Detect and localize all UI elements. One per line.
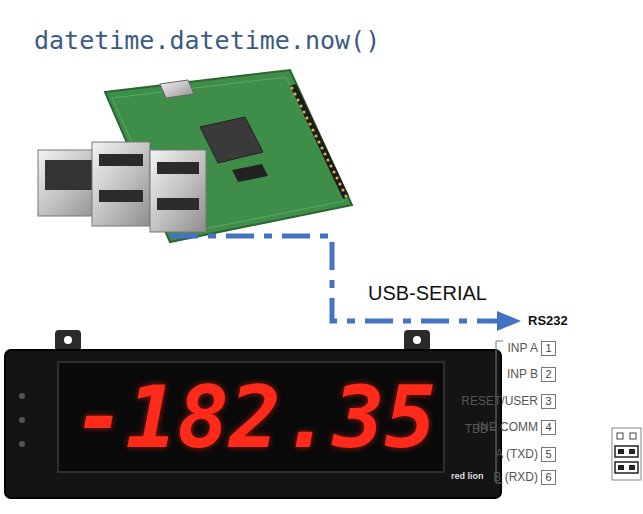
- brand-logo: red lion: [451, 471, 484, 481]
- pin-number: 6: [545, 472, 551, 483]
- pin-number: 1: [545, 343, 551, 354]
- serial-link: [170, 236, 497, 321]
- terminal-name: TBB: [465, 422, 488, 436]
- pin-name: B (RXD): [493, 470, 538, 484]
- display-value: -182.35: [60, 364, 450, 470]
- jumper-icon: [612, 428, 641, 480]
- led-display: -182.35red lion: [5, 350, 501, 498]
- pin-box: 3: [541, 394, 556, 409]
- pin-box: 1: [541, 341, 556, 356]
- pin-name: RESET/USER: [461, 394, 538, 408]
- raspberry-pi: [38, 70, 352, 242]
- link-label: USB-SERIAL: [368, 282, 487, 305]
- pin-number: 4: [545, 422, 551, 433]
- pin-name: INP B: [507, 367, 538, 381]
- pin-number: 3: [545, 396, 551, 407]
- port-label: RS232: [528, 313, 568, 328]
- pin-box: 2: [541, 367, 556, 382]
- display-housing: [5, 330, 501, 498]
- pin-number: 2: [545, 369, 551, 380]
- pin-box: 5: [541, 447, 556, 462]
- pin-box: 6: [541, 470, 556, 485]
- pin-box: 4: [541, 420, 556, 435]
- link-arrowhead: [497, 311, 521, 331]
- terminal-bracket: [490, 341, 503, 483]
- pin-name: INP A: [508, 341, 538, 355]
- pin-name: A (TXD): [495, 447, 538, 461]
- pin-number: 5: [545, 449, 551, 460]
- code-text: datetime.datetime.now(): [34, 26, 380, 55]
